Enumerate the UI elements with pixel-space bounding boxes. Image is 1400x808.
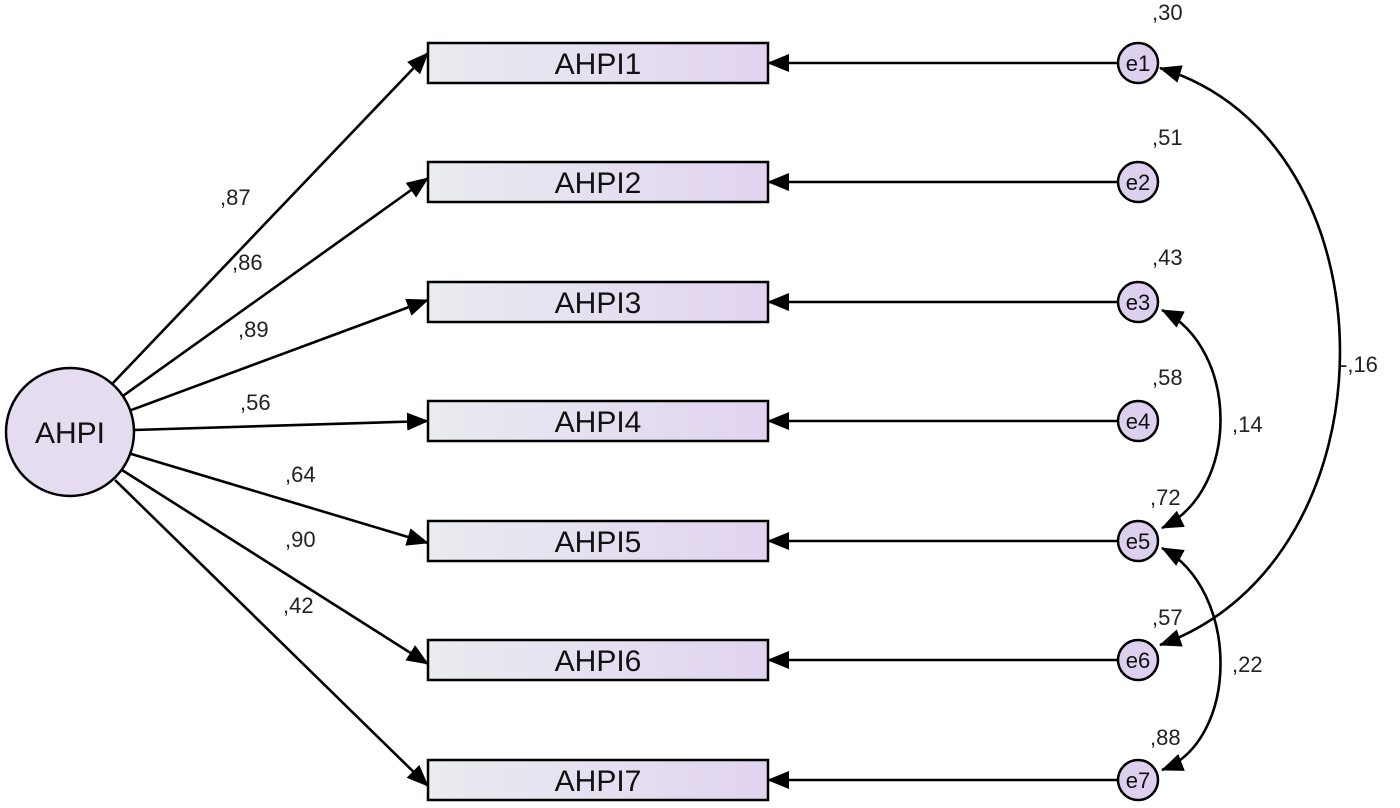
error-label-6: e6 <box>1126 648 1150 673</box>
error-circle-3 <box>1116 280 1160 324</box>
indicator-box-4 <box>426 399 770 443</box>
covariance-value-e1-e6: -,16 <box>1340 352 1378 377</box>
loading-value-2: ,86 <box>232 250 263 275</box>
covariance-value-e3-e5: ,14 <box>1232 412 1263 437</box>
error-node-5: e5 <box>1116 519 1160 563</box>
loading-value-7: ,42 <box>283 593 314 618</box>
indicator-label-3: AHPI3 <box>555 287 642 320</box>
indicator-box-2 <box>426 160 770 204</box>
indicator-3: AHPI3 <box>426 280 770 324</box>
error-label-1: e1 <box>1126 51 1150 76</box>
error-circle-1 <box>1116 41 1160 85</box>
indicator-1: AHPI1 <box>426 41 770 85</box>
covariance-paths <box>1159 65 1342 772</box>
indicator-label-7: AHPI7 <box>555 765 642 798</box>
indicator-7: AHPI7 <box>426 758 770 802</box>
covariance-e1-e6 <box>1159 65 1342 647</box>
loading-arrow-6 <box>121 468 429 666</box>
indicator-6: AHPI6 <box>426 638 770 682</box>
loading-arrow-2 <box>119 176 429 400</box>
error-variance-7: ,88 <box>1150 725 1181 750</box>
loading-value-6: ,90 <box>285 527 316 552</box>
indicator-box-3 <box>426 280 770 324</box>
indicator-label-4: AHPI4 <box>555 406 642 439</box>
loading-paths <box>112 52 429 787</box>
loading-arrow-5 <box>127 451 429 546</box>
covariance-e3-e5 <box>1161 308 1222 530</box>
error-node-2: e2 <box>1116 160 1160 204</box>
error-variance-5: ,72 <box>1150 485 1181 510</box>
error-circle-5 <box>1116 519 1160 563</box>
error-label-7: e7 <box>1126 768 1150 793</box>
covariance-value-e5-e7: ,22 <box>1232 652 1263 677</box>
indicator-2: AHPI2 <box>426 160 770 204</box>
indicator-label-5: AHPI5 <box>555 526 642 559</box>
error-variance-2: ,51 <box>1152 125 1183 150</box>
loading-arrow-1 <box>112 52 429 384</box>
error-node-7: e7 <box>1116 758 1160 802</box>
loading-arrow-7 <box>114 479 429 787</box>
latent-node: AHPI <box>4 366 136 498</box>
error-circle-6 <box>1116 638 1160 682</box>
indicator-box-7 <box>426 758 770 802</box>
coefficient-labels: ,87 ,30 ,86 ,51 ,89 ,43 ,56 ,58 ,64 ,72 ,90 ,57 ,42,… <box>220 0 1378 750</box>
indicator-label-6: AHPI6 <box>555 645 642 678</box>
error-label-2: e2 <box>1126 170 1150 195</box>
error-circle-4 <box>1116 399 1160 443</box>
indicator-label-2: AHPI2 <box>555 167 642 200</box>
error-variance-4: ,58 <box>1152 365 1183 390</box>
loading-value-5: ,64 <box>285 462 316 487</box>
indicator-box-1 <box>426 41 770 85</box>
loading-arrow-3 <box>125 298 429 414</box>
covariance-e5-e7 <box>1161 546 1222 772</box>
loading-value-3: ,89 <box>238 317 269 342</box>
error-label-5: e5 <box>1126 529 1150 554</box>
error-variance-3: ,43 <box>1152 245 1183 270</box>
error-node-4: e4 <box>1116 399 1160 443</box>
latent-label: AHPI <box>35 417 105 450</box>
error-paths <box>767 54 1118 789</box>
indicator-box-6 <box>426 638 770 682</box>
error-node-3: e3 <box>1116 280 1160 324</box>
indicator-box-5 <box>426 519 770 563</box>
error-label-4: e4 <box>1126 409 1150 434</box>
error-circle-2 <box>1116 160 1160 204</box>
error-variance-6: ,57 <box>1152 605 1183 630</box>
indicator-5: AHPI5 <box>426 519 770 563</box>
loading-value-1: ,87 <box>220 185 251 210</box>
latent-circle <box>4 366 136 498</box>
error-nodes: e1 e2 e3 e4 e5 e6 e7 <box>1116 41 1160 802</box>
error-node-1: e1 <box>1116 41 1160 85</box>
error-label-3: e3 <box>1126 290 1150 315</box>
error-circle-7 <box>1116 758 1160 802</box>
indicator-label-1: AHPI1 <box>555 48 642 81</box>
error-variance-1: ,30 <box>1152 0 1183 25</box>
loading-arrow-4 <box>133 412 429 432</box>
indicator-4: AHPI4 <box>426 399 770 443</box>
loading-value-4: ,56 <box>240 390 271 415</box>
error-node-6: e6 <box>1116 638 1160 682</box>
